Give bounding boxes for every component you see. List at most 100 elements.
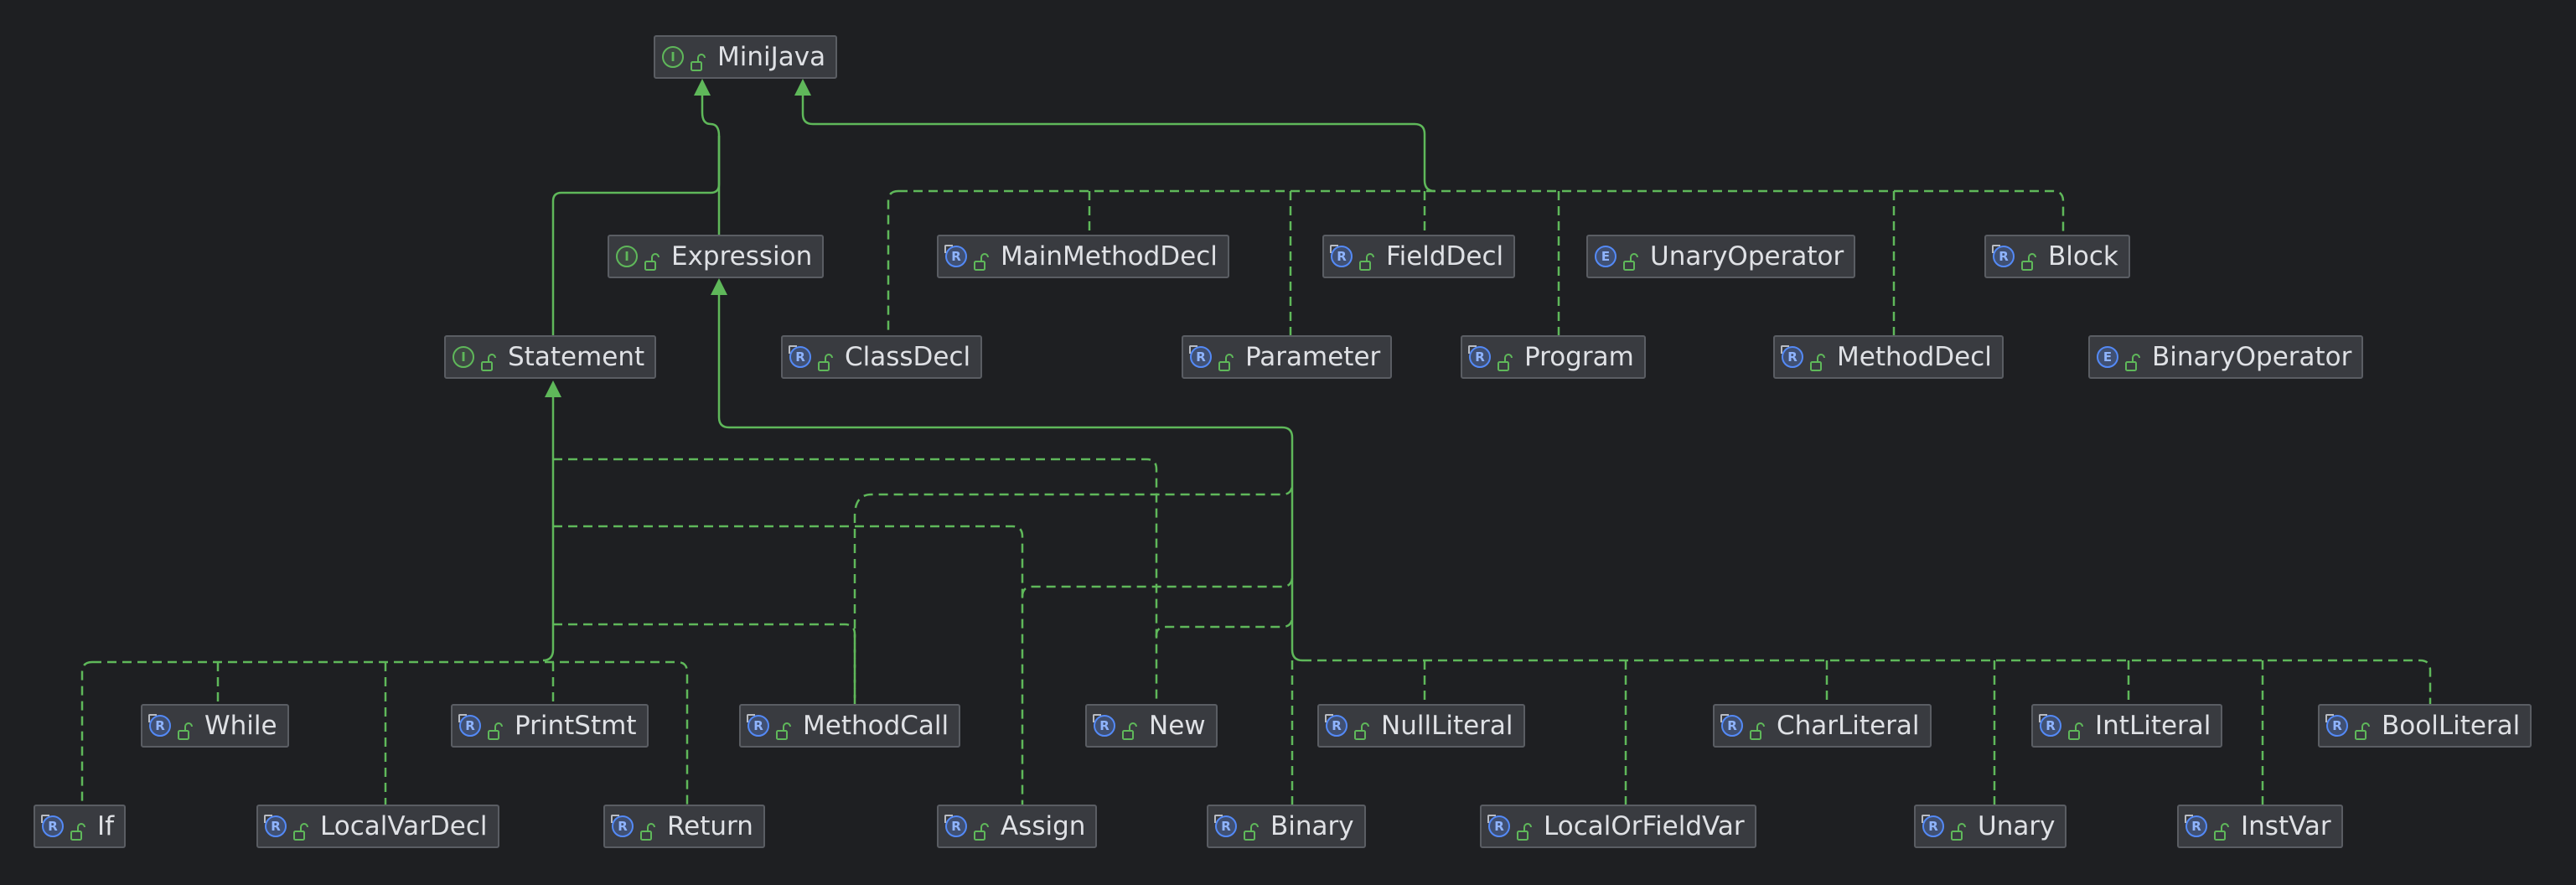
record-icon: R: [1720, 714, 1743, 737]
edge-minijava-right: [801, 85, 1435, 193]
node-label: InstVar: [2241, 811, 2331, 841]
unlocked-public-icon: [2214, 817, 2229, 841]
node-label: Return: [667, 811, 753, 841]
unlocked-public-icon: [1244, 817, 1259, 841]
record-icon: R: [1325, 714, 1347, 737]
unlocked-public-icon: [1122, 717, 1137, 740]
unlocked-public-icon: [1497, 348, 1513, 371]
unlocked-public-icon: [178, 717, 193, 740]
record-icon: R: [944, 815, 967, 837]
unlocked-public-icon: [2068, 717, 2083, 740]
node-binary-operator[interactable]: E BinaryOperator: [2088, 335, 2364, 379]
node-print-stmt[interactable]: R PrintStmt: [451, 704, 649, 748]
node-label: NullLiteral: [1381, 711, 1513, 741]
arrowhead-minijava-right: [794, 79, 811, 96]
unlocked-public-icon: [2355, 717, 2370, 740]
edge-methodcall-statement: [553, 623, 856, 704]
node-label: MethodDecl: [1837, 342, 1992, 372]
node-while[interactable]: R While: [141, 704, 289, 748]
unlocked-public-icon: [974, 247, 989, 271]
node-label: MethodCall: [803, 711, 949, 741]
edge-statement-trunk: [542, 387, 555, 662]
edge-assign-expression: [1021, 576, 1294, 598]
node-label: Binary: [1270, 811, 1354, 841]
node-label: While: [204, 711, 277, 741]
node-unary[interactable]: R Unary: [1914, 805, 2067, 848]
unlocked-public-icon: [776, 717, 791, 740]
node-label: LocalOrFieldVar: [1544, 811, 1745, 841]
record-icon: R: [944, 245, 967, 267]
node-unary-operator[interactable]: E UnaryOperator: [1586, 235, 1856, 278]
node-inst-var[interactable]: R InstVar: [2177, 805, 2343, 848]
unlocked-public-icon: [691, 48, 706, 71]
unlocked-public-icon: [1810, 348, 1825, 371]
record-icon: R: [1214, 815, 1237, 837]
edge-expression-trunk: [717, 285, 1303, 662]
node-label: ClassDecl: [845, 342, 971, 372]
unlocked-public-icon: [293, 817, 308, 841]
record-icon: R: [747, 714, 769, 737]
record-icon: R: [2185, 815, 2207, 837]
record-icon: R: [148, 714, 171, 737]
record-icon: R: [1922, 815, 1944, 837]
unlocked-public-icon: [70, 817, 85, 841]
node-label: BoolLiteral: [2382, 711, 2521, 741]
node-label: Statement: [508, 342, 645, 372]
enum-icon: E: [1595, 246, 1616, 267]
node-return[interactable]: R Return: [603, 805, 765, 848]
record-icon: R: [611, 815, 634, 837]
edge-statement-bus: [92, 660, 689, 805]
edge-expression-bus: [1302, 659, 2432, 704]
node-bool-literal[interactable]: R BoolLiteral: [2318, 704, 2532, 748]
node-label: PrintStmt: [515, 711, 637, 741]
record-icon: R: [458, 714, 481, 737]
node-label: LocalVarDecl: [320, 811, 488, 841]
record-icon: R: [2325, 714, 2348, 737]
record-icon: R: [1093, 714, 1115, 737]
unlocked-public-icon: [1354, 717, 1369, 740]
unlocked-public-icon: [644, 247, 660, 271]
node-label: UnaryOperator: [1650, 241, 1844, 272]
node-label: FieldDecl: [1386, 241, 1504, 272]
node-method-call[interactable]: R MethodCall: [739, 704, 961, 748]
node-new[interactable]: R New: [1085, 704, 1218, 748]
record-icon: R: [41, 815, 64, 837]
arrowhead-expression: [711, 278, 727, 295]
edge-new-statement: [553, 458, 1158, 704]
node-null-literal[interactable]: R NullLiteral: [1317, 704, 1525, 748]
node-label: Unary: [1978, 811, 2056, 841]
node-label: MiniJava: [717, 42, 826, 72]
node-label: Parameter: [1245, 342, 1381, 372]
unlocked-public-icon: [2125, 348, 2140, 371]
enum-icon: E: [2097, 346, 2118, 368]
node-label: New: [1149, 711, 1206, 741]
unlocked-public-icon: [2021, 247, 2036, 271]
arrowhead-statement: [545, 380, 561, 397]
record-icon: R: [2039, 714, 2061, 737]
node-binary[interactable]: R Binary: [1207, 805, 1366, 848]
unlocked-public-icon: [640, 817, 655, 841]
node-int-literal[interactable]: R IntLiteral: [2031, 704, 2223, 748]
unlocked-public-icon: [1218, 348, 1234, 371]
node-label: IntLiteral: [2095, 711, 2211, 741]
edge-if: [80, 660, 93, 805]
node-label: BinaryOperator: [2152, 342, 2352, 372]
edge-toplevel-bus: [898, 189, 2065, 233]
